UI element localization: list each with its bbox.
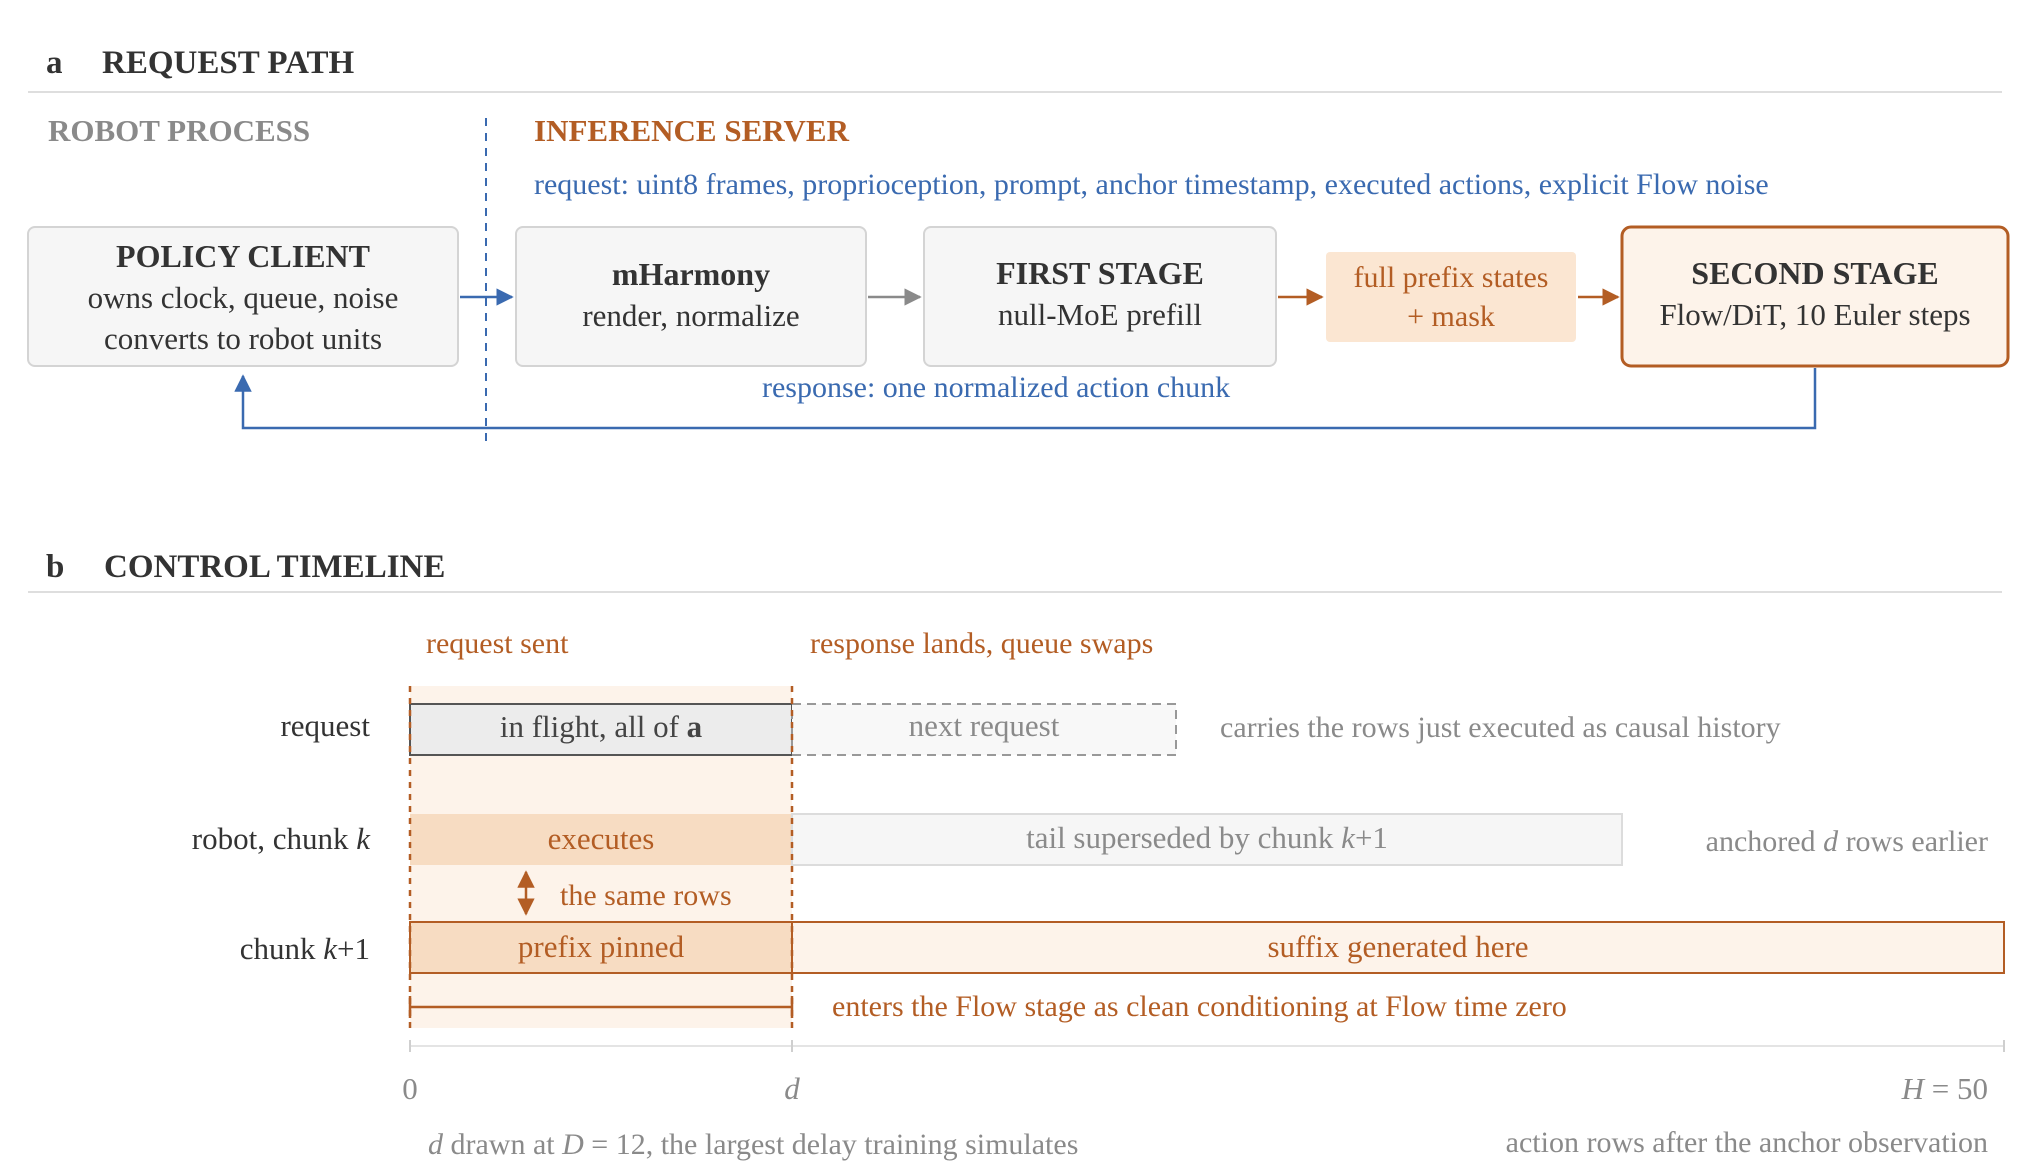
- next-request-bar: [791, 703, 1177, 756]
- panel-b-title: CONTROL TIMELINE: [104, 549, 445, 585]
- request-sent-label: request sent: [426, 627, 569, 660]
- first-stage-title: FIRST STAGE: [996, 255, 1204, 291]
- footnote-horizon: action rows after the anchor observation: [1506, 1126, 1988, 1159]
- panel-a-letter: a: [46, 45, 63, 81]
- mharmony-box: mHarmony render, normalize: [515, 226, 867, 367]
- axis-label-d: d: [784, 1071, 800, 1106]
- prefix-states-line2: + mask: [1407, 300, 1495, 333]
- executes-bar: [410, 814, 792, 865]
- panel-b-letter: b: [46, 549, 64, 585]
- footnote-delay: d drawn at D = 12, the largest delay tra…: [428, 1128, 1078, 1161]
- prefix-states-box: full prefix states + mask: [1326, 252, 1576, 342]
- row-label-request: request: [280, 708, 370, 743]
- response-return-arrow: [234, 368, 1817, 430]
- prefix-pinned-label: prefix pinned: [518, 929, 685, 964]
- in-flight-label: in flight, all of a: [500, 709, 703, 744]
- row-label-robot-chunk: robot, chunk k: [192, 821, 371, 856]
- panel-a: a REQUEST PATH ROBOT PROCESS INFERENCE S…: [27, 45, 2010, 442]
- next-request-label: next request: [909, 708, 1060, 743]
- axis-label-h: H = 50: [1901, 1071, 1988, 1106]
- same-rows-label: the same rows: [560, 879, 732, 912]
- request-row-note: carries the rows just executed as causal…: [1220, 711, 1781, 744]
- tail-superseded-label: tail superseded by chunk k+1: [1026, 820, 1388, 855]
- response-payload-label: response: one normalized action chunk: [762, 371, 1230, 404]
- mharmony-title: mHarmony: [612, 256, 770, 292]
- row-label-next-chunk: chunk k+1: [240, 931, 370, 966]
- request-payload-label: request: uint8 frames, proprioception, p…: [534, 168, 1769, 201]
- response-lands-label: response lands, queue swaps: [810, 627, 1153, 660]
- policy-client-line2: converts to robot units: [104, 321, 382, 356]
- first-stage-line1: null-MoE prefill: [998, 297, 1202, 332]
- policy-client-box: POLICY CLIENT owns clock, queue, noise c…: [27, 226, 459, 367]
- conditioning-label: enters the Flow stage as clean condition…: [832, 990, 1567, 1023]
- suffix-generated-label: suffix generated here: [1267, 929, 1528, 964]
- robot-process-header: ROBOT PROCESS: [48, 113, 310, 148]
- policy-client-title: POLICY CLIENT: [116, 238, 370, 274]
- prefix-states-line1: full prefix states: [1354, 261, 1549, 294]
- first-stage-box: FIRST STAGE null-MoE prefill: [923, 226, 1277, 367]
- executes-label: executes: [548, 821, 655, 856]
- policy-client-line1: owns clock, queue, noise: [88, 280, 399, 315]
- mharmony-line1: render, normalize: [582, 298, 799, 333]
- tail-superseded-bar: [791, 813, 1623, 866]
- robot-row-note: anchored d rows earlier: [1706, 825, 1988, 858]
- panel-a-title: REQUEST PATH: [102, 45, 354, 81]
- second-stage-line1: Flow/DiT, 10 Euler steps: [1659, 297, 1970, 332]
- inference-server-header: INFERENCE SERVER: [534, 113, 850, 148]
- axis-label-zero: 0: [402, 1071, 418, 1106]
- conditioning-bracket: [408, 996, 794, 1018]
- second-stage-box: SECOND STAGE Flow/DiT, 10 Euler steps: [1620, 225, 2010, 368]
- second-stage-title: SECOND STAGE: [1691, 255, 1938, 291]
- suffix-generated-bar: [791, 921, 2005, 974]
- panel-b: b CONTROL TIMELINE request sent response…: [28, 549, 2005, 1161]
